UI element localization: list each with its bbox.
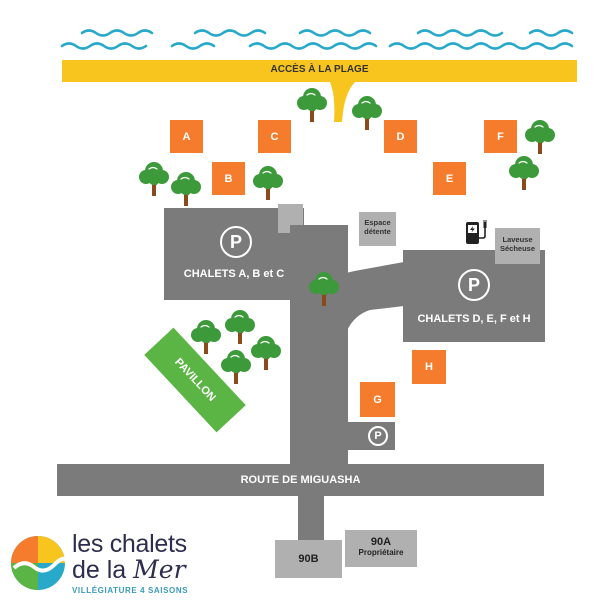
tree-icon [352, 96, 382, 130]
espace-detente-line1: Espace [364, 218, 391, 227]
route-de-miguasha-label: ROUTE DE MIGUASHA [240, 474, 361, 486]
building-90b: 90B [275, 540, 342, 578]
laundry-label-line1: Laveuse [502, 235, 533, 244]
tree-icon [171, 172, 201, 206]
logo-line2-a: de la [72, 556, 134, 584]
laundry-label-line2: Sécheuse [499, 244, 536, 254]
parking-symbol-abc: P [220, 226, 252, 258]
tree-icon [525, 120, 555, 154]
laundry: Laveuse Sécheuse [495, 228, 540, 264]
tree-icon [191, 320, 221, 354]
parking-symbol-defh: P [458, 269, 490, 301]
chalet-h[interactable]: H [412, 350, 446, 384]
beach-access-branch [328, 78, 360, 122]
chalet-d[interactable]: D [384, 120, 417, 153]
building-90a: 90A Propriétaire [345, 530, 417, 567]
building-90a-sub: Propriétaire [358, 548, 404, 557]
tree-icon [253, 166, 283, 200]
tree-icon [251, 336, 281, 370]
driveway-south [298, 494, 324, 544]
tree-icon [139, 162, 169, 196]
espace-detente-line2: détente [364, 227, 391, 237]
tree-icon [297, 88, 327, 122]
logo-line2-b: Mer [133, 555, 186, 584]
water-waves [60, 29, 574, 50]
ev-charger-icon [466, 220, 487, 244]
parking-abc-label: CHALETS A, B et C [183, 268, 285, 280]
chalet-g[interactable]: G [360, 382, 395, 417]
chalet-e[interactable]: E [433, 162, 466, 195]
logo-mark-icon [11, 536, 66, 590]
chalet-a[interactable]: A [170, 120, 203, 153]
building-90b-label: 90B [298, 553, 319, 565]
logo-text: les chalets de la Mer VILLÉGIATURE 4 SAI… [72, 530, 222, 596]
logo-line1: les chalets [72, 530, 187, 558]
chalet-c[interactable]: C [258, 120, 291, 153]
beach-access-label: ACCÈS À LA PLAGE [270, 64, 369, 75]
pavillon-label: PAVILLON [172, 356, 218, 404]
tree-icon [509, 156, 539, 190]
parking-symbol-g: P [368, 426, 388, 446]
chalet-f[interactable]: F [484, 120, 517, 153]
beach-access-path [62, 60, 577, 82]
building-90a-label: 90A [370, 536, 392, 548]
chalet-b[interactable]: B [212, 162, 245, 195]
tree-icon [225, 310, 255, 344]
tree-icon [309, 272, 339, 306]
tree-icon [221, 350, 251, 384]
parking-defh-label: CHALETS D, E, F et H [417, 313, 531, 325]
logo-tagline: VILLÉGIATURE 4 SAISONS [72, 586, 189, 595]
espace-detente: Espace détente [359, 212, 396, 246]
route-de-miguasha [57, 464, 544, 496]
logo-line2: de la Mer [72, 557, 222, 583]
